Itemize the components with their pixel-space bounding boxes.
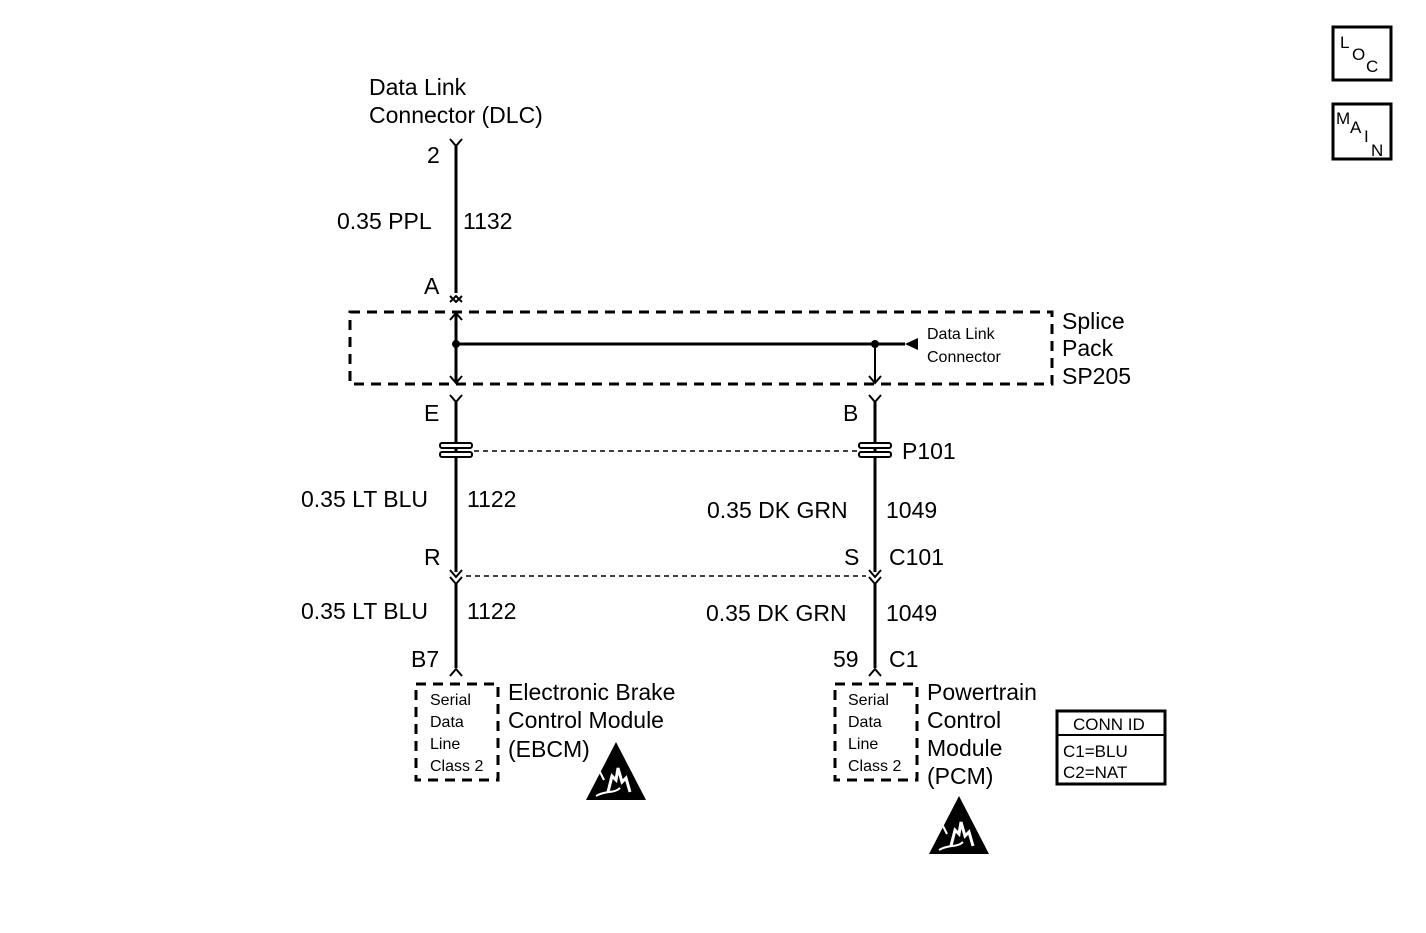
pcm-name-line1: Powertrain [927,679,1037,705]
p101-grommet-right-icon [858,442,892,458]
loc-button[interactable]: L O C [1331,25,1393,82]
wire-1049-upper-gauge-color: 0.35 DK GRN [707,497,848,523]
ebcm-name-line3: (EBCM) [508,736,590,762]
c101-right-terminal-icon [868,569,882,579]
pcm-serial-data-box [833,682,919,782]
pcm-box-line3: Line [848,736,878,753]
terminal-e-icon [449,394,463,404]
c101-left-terminal-icon [449,569,463,579]
splice-pack-label-line2: Pack [1062,335,1114,361]
conn-id-line2: C2=NAT [1063,763,1127,782]
main-letter-n: N [1371,141,1383,160]
pcm-box-line2: Data [848,714,882,731]
splice-inner-label-line1: Data Link [927,326,996,343]
dlc-arrow-icon [905,338,918,350]
wire-1049-lower-circuit: 1049 [886,600,937,626]
wire-1122-upper-circuit: 1122 [467,486,516,512]
ebcm-terminal-icon [449,667,463,677]
c101-pin-s: S [844,544,859,570]
p101-label: P101 [902,438,956,464]
pcm-connector-c1: C1 [889,646,918,672]
main-button[interactable]: M A I N [1331,102,1393,161]
wire-1049-upper-circuit: 1049 [886,497,937,523]
ebcm-box-line2: Data [430,714,464,731]
ebcm-box-line4: Class 2 [430,758,483,775]
pcm-box-line1: Serial [848,692,889,709]
main-letter-a: A [1350,118,1362,137]
ebcm-pin-b7: B7 [411,646,439,672]
ebcm-box-line3: Line [430,736,460,753]
pcm-name-line4: (PCM) [927,763,993,789]
p101-grommet-left-icon [439,442,473,458]
main-letter-m: M [1336,109,1350,128]
conn-id-table: CONN ID C1=BLU C2=NAT [1055,709,1167,786]
pcm-pin-59: 59 [833,646,859,672]
splice-pack-box [348,310,1054,386]
wire-1132-gauge-color: 0.35 PPL [337,208,432,234]
ebcm-name-line1: Electronic Brake [508,679,675,705]
pcm-box-line4: Class 2 [848,758,901,775]
splice-pack-label-line1: Splice [1062,308,1125,334]
wire-1122-lower-gauge-color: 0.35 LT BLU [301,598,428,624]
wire-1122-lower-circuit: 1122 [467,598,516,624]
splice-pin-a: A [424,273,440,299]
wire-1049-lower-gauge-color: 0.35 DK GRN [706,600,847,626]
terminal-a-icon [449,294,463,303]
loc-letter-o: O [1352,45,1365,64]
pcm-name-line3: Module [927,735,1002,761]
dlc-terminal-icon [449,138,463,148]
ebcm-box-line1: Serial [430,692,471,709]
wire-1132-circuit: 1132 [463,208,512,234]
splice-inner-label-line2: Connector [927,349,1001,366]
conn-id-line1: C1=BLU [1063,742,1128,761]
ebcm-serial-data-box [414,682,500,782]
splice-pack-label-line3: SP205 [1062,363,1131,389]
loc-letter-c: C [1366,57,1378,76]
wire-1122-upper-gauge-color: 0.35 LT BLU [301,486,428,512]
loc-letter-l: L [1340,33,1349,52]
splice-pin-b: B [843,400,858,426]
dlc-pin: 2 [427,142,440,168]
pcm-terminal-icon [868,667,882,677]
main-letter-i: I [1364,127,1369,146]
pcm-name-line2: Control [927,707,1001,733]
ebcm-name-line2: Control Module [508,707,664,733]
esd-warning-icon [586,742,646,800]
splice-pin-e: E [424,400,439,426]
c101-pin-r: R [424,544,441,570]
esd-warning-icon [929,796,989,854]
dlc-title-line1: Data Link [369,74,467,100]
conn-id-header: CONN ID [1073,715,1145,734]
dlc-title-line2: Connector (DLC) [369,102,543,128]
c101-label: C101 [889,544,944,570]
terminal-b-icon [868,394,882,404]
splice-node-left [452,340,460,348]
